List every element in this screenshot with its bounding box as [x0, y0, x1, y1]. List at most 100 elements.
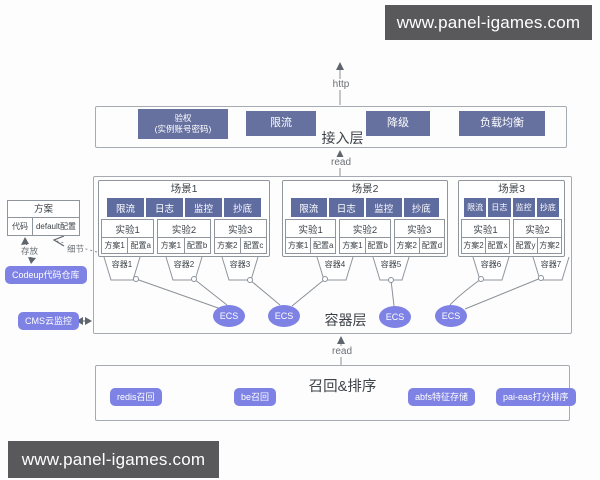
cms-arrowhead-right-icon: [85, 317, 92, 325]
config-cell: 配置a: [313, 241, 334, 250]
read-bottom-label: read: [326, 346, 358, 357]
detail-label: 细节: [66, 243, 86, 255]
plan-default-config-cell: default配置: [35, 222, 77, 231]
connector-dot: [322, 276, 328, 282]
config-cell: 配置y: [514, 238, 538, 253]
plan-cell: 方案1: [158, 238, 185, 253]
cms-monitor-badge: CMS云监控: [18, 312, 79, 330]
container1-shape: [103, 256, 141, 281]
experiment-name: 实验1: [102, 220, 154, 238]
link-container2-ecs1: [193, 278, 228, 306]
watermark-bottom: www.panel-igames.com: [8, 441, 219, 478]
tag-monitor: 监控: [512, 198, 535, 217]
tag-log: 日志: [328, 198, 364, 217]
scene-2-tags: 限流 日志 监控 抄底: [291, 198, 439, 217]
recall-layer-title: 召回&排序: [308, 379, 377, 395]
config-cell: 配置a: [130, 241, 151, 250]
plan-cell: 方案2: [215, 238, 241, 253]
connector-dot: [538, 275, 544, 281]
http-label: http: [325, 79, 357, 90]
plan-box-title: 方案: [8, 201, 79, 218]
experiment-name: 实验1: [462, 220, 509, 238]
connector-dot: [247, 277, 253, 283]
plan-cell: 方案2: [539, 241, 560, 250]
module-auth: 验权 (实例账号密码): [138, 109, 228, 139]
watermark-bottom-text: www.panel-igames.com: [21, 449, 206, 469]
connector-dot: [133, 276, 139, 282]
container-4-label: 容器4: [324, 260, 346, 269]
experiment-name: 实验2: [340, 220, 390, 238]
be-recall-badge: be召回: [234, 388, 277, 406]
tag-log: 日志: [146, 198, 183, 217]
config-cell: 配置b: [367, 241, 388, 250]
read-bottom-arrowhead-icon: [337, 336, 345, 344]
store-label: 存放: [20, 245, 40, 257]
plan-code-cell: 代码: [8, 218, 33, 235]
access-layer-box: [95, 106, 567, 148]
experiment-name: 实验2: [514, 220, 561, 238]
ecs-node-3: ECS: [379, 306, 411, 328]
tag-rate-limit: 限流: [464, 198, 487, 217]
connector-dot: [478, 276, 484, 282]
link-container1-ecs1: [135, 278, 222, 310]
plan-cell: 方案1: [340, 238, 366, 253]
tag-fallback: 抄底: [403, 198, 439, 217]
ecs-node-2: ECS: [268, 305, 300, 327]
http-arrowhead-icon: [336, 62, 344, 70]
module-load-balance: 负载均衡: [459, 111, 545, 136]
link-container4-ecs2: [291, 278, 326, 307]
plan-cell: 方案1: [102, 238, 129, 253]
experiment-name: 实验1: [286, 220, 336, 238]
cms-arrowhead-left-icon: [76, 317, 83, 325]
container-layer-box: [93, 176, 572, 334]
module-degrade: 降级: [366, 111, 430, 136]
plan-cell: 方案2: [462, 238, 486, 253]
connector-dot: [191, 276, 197, 282]
link-container3-ecs2: [249, 279, 281, 306]
scene-2-title: 场景2: [351, 183, 379, 195]
detail-arrowhead-icon: [52, 235, 65, 247]
store-arrowhead-down-icon: [28, 257, 36, 264]
module-rate-limit: 限流: [246, 111, 316, 136]
plan-cell: 方案2: [395, 238, 420, 253]
connector-dot: [388, 277, 394, 283]
config-cell: 配置d: [421, 241, 443, 250]
experiment-name: 实验3: [214, 220, 266, 238]
read-top-label: read: [325, 157, 357, 168]
link-container5-ecs3: [390, 279, 395, 307]
link-container7-ecs4: [464, 277, 542, 310]
access-layer-title: 接入层: [321, 130, 364, 146]
tag-monitor: 监控: [185, 198, 222, 217]
tag-rate-limit: 限流: [107, 198, 144, 217]
container6-shape: [472, 256, 510, 281]
plan-cell: 方案1: [286, 238, 312, 253]
scene-1-title: 场景1: [170, 183, 198, 195]
container7-shape: [532, 256, 570, 281]
codeup-repo-badge: Codeup代码仓库: [5, 266, 87, 284]
scene-3-title: 场景3: [498, 183, 525, 195]
pai-eas-ranking-badge: pai-eas打分排序: [496, 388, 576, 406]
experiment-name: 实验2: [158, 220, 210, 238]
abfs-feature-store-badge: abfs特征存储: [408, 388, 476, 406]
container4-shape: [316, 256, 354, 281]
container-1-label: 容器1: [111, 260, 133, 269]
config-cell: 配置c: [243, 241, 264, 250]
container-3-label: 容器3: [229, 260, 251, 269]
watermark-top-text: www.panel-igames.com: [396, 12, 581, 32]
scene-1-tags: 限流 日志 监控 抄底: [107, 198, 261, 217]
config-cell: 配置x: [487, 241, 508, 250]
container-7-label: 容器7: [540, 260, 562, 269]
container-layer-title: 容器层: [324, 312, 367, 328]
watermark-top: www.panel-igames.com: [385, 5, 592, 40]
